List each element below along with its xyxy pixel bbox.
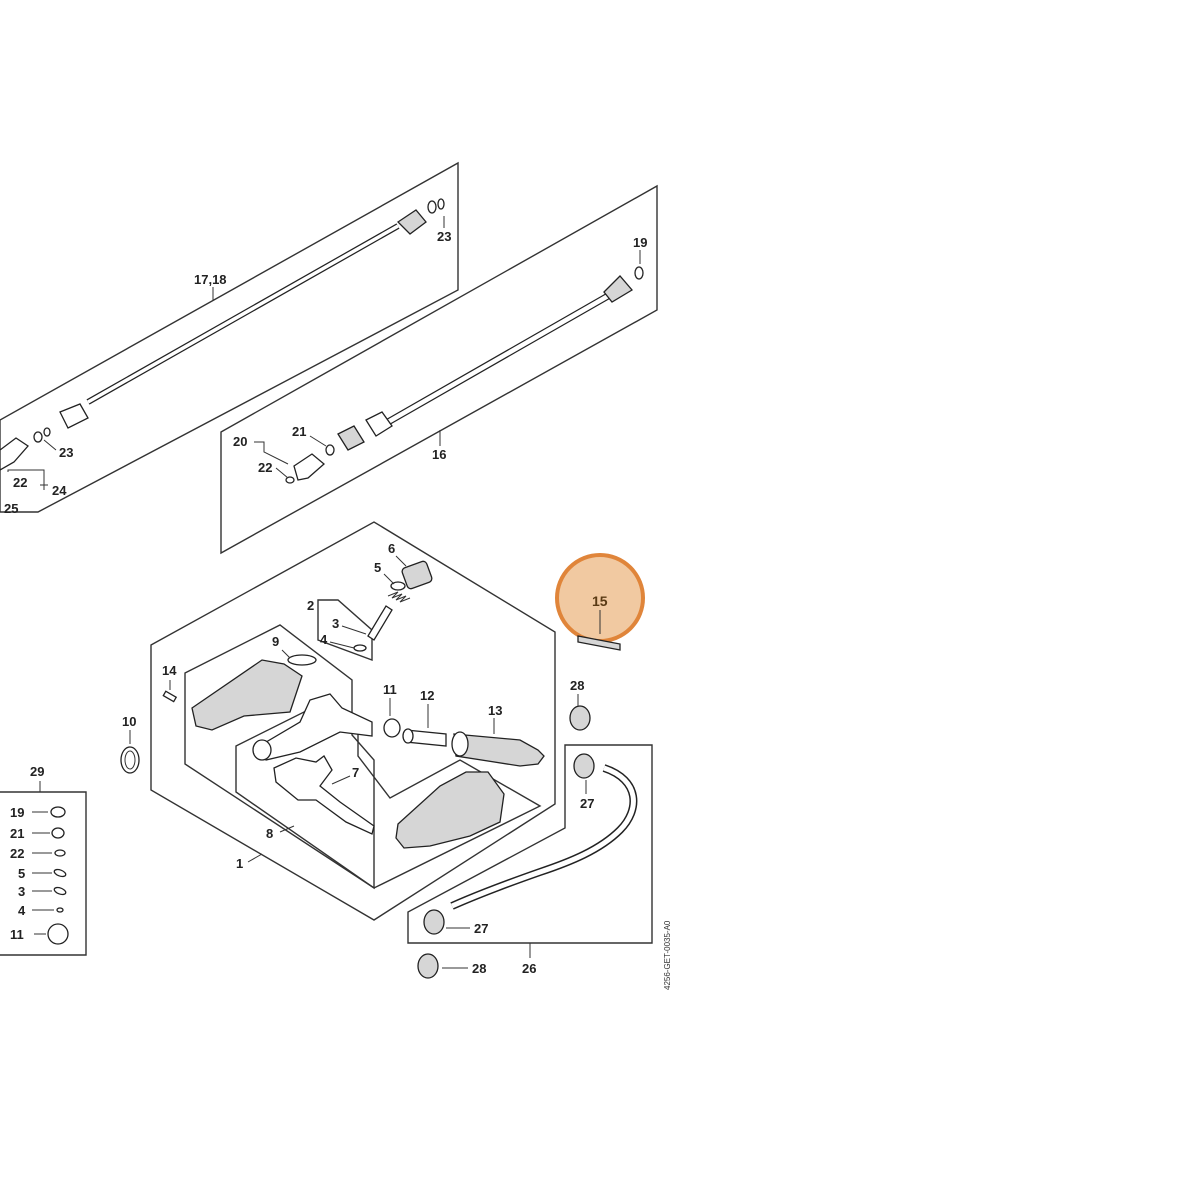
- angled-nozzle-20: [293, 453, 326, 481]
- label-17-18: 17,18: [194, 272, 227, 287]
- label-22-mid: 22: [258, 460, 272, 475]
- lance-17-18-nozzle-nut: [396, 209, 427, 235]
- label-5: 5: [374, 560, 381, 575]
- fitting-27-top: [573, 753, 595, 779]
- label-2: 2: [307, 598, 314, 613]
- label-19-top: 19: [633, 235, 647, 250]
- seal-23-top: [427, 200, 437, 214]
- label-10: 10: [122, 714, 136, 729]
- label-23-left: 23: [59, 445, 73, 460]
- nut-28-top: [569, 705, 591, 731]
- label-13: 13: [488, 703, 502, 718]
- lance-16-coupling: [337, 425, 365, 451]
- trigger-7: [273, 755, 375, 835]
- valve-ring-5: [390, 581, 406, 591]
- lance-17-18-tube: [86, 223, 400, 405]
- seal-kit-29-frame: [0, 791, 87, 956]
- grip-shell: [395, 771, 505, 849]
- seal-23-left: [33, 431, 43, 443]
- kit-stem-3: [53, 886, 67, 896]
- clip-15: [577, 635, 621, 651]
- drawing-code: 4256-GET-0035-A0: [663, 920, 672, 990]
- seal-21-mid: [325, 444, 335, 456]
- valve-body: [255, 693, 373, 761]
- gun-housing-9: [191, 659, 303, 731]
- housing-seal-9: [287, 654, 317, 666]
- kit-item-11: 11: [10, 927, 24, 942]
- label-9: 9: [272, 634, 279, 649]
- label-26: 26: [522, 961, 536, 976]
- kit-o-ring-11: [47, 923, 69, 945]
- label-12: 12: [420, 688, 434, 703]
- kit-item-19: 19: [10, 805, 24, 820]
- label-4: 4: [320, 632, 328, 647]
- kit-item-4: 4: [18, 903, 26, 918]
- valve-2-subframe: [317, 599, 373, 662]
- grip-tube-13: [453, 733, 545, 767]
- label-23-top: 23: [437, 229, 451, 244]
- fitting-27-bottom: [423, 909, 445, 935]
- kit-seal-21: [51, 827, 65, 839]
- label-8: 8: [266, 826, 273, 841]
- label-22-left: 22: [13, 475, 27, 490]
- valve-ring-4: [353, 644, 367, 652]
- label-11: 11: [383, 682, 397, 697]
- screw-14: [162, 690, 178, 703]
- label-27-bottom: 27: [474, 921, 488, 936]
- label-15: 15: [592, 593, 608, 609]
- lance-17-18-coupling: [59, 403, 89, 429]
- angled-nozzle-left: [0, 437, 29, 471]
- spray-gun-8-subframe: [184, 624, 375, 890]
- label-25: 25: [4, 501, 18, 516]
- o-ring-11: [383, 718, 401, 738]
- label-1: 1: [236, 856, 243, 871]
- ring-10: [120, 746, 140, 774]
- valve-cap-6: [401, 560, 433, 590]
- kit-seal-22: [54, 849, 66, 857]
- label-3: 3: [332, 616, 339, 631]
- label-28-bottom: 28: [472, 961, 486, 976]
- label-28-top: 28: [570, 678, 584, 693]
- seal-23-left-ring: [43, 427, 51, 437]
- label-20: 20: [233, 434, 247, 449]
- label-27-top: 27: [580, 796, 594, 811]
- kit-ring-5: [53, 868, 67, 878]
- lance-16-nut: [365, 411, 393, 437]
- label-16: 16: [432, 447, 446, 462]
- kit-ring-4: [56, 907, 64, 913]
- lance-17-18-group-frame: [0, 161, 459, 513]
- label-29: 29: [30, 764, 44, 779]
- label-14: 14: [162, 663, 177, 678]
- label-7: 7: [352, 765, 359, 780]
- valve-spring: [387, 591, 411, 603]
- seal-22-mid: [285, 476, 295, 484]
- label-24: 24: [52, 483, 67, 498]
- seal-19-top: [634, 266, 644, 280]
- kit-item-22: 22: [10, 846, 24, 861]
- lance-16-tube: [386, 292, 610, 426]
- hose-26-group-frame: [407, 744, 653, 944]
- seal-23-top-ring: [437, 198, 445, 210]
- valve-stem-3: [367, 605, 393, 641]
- label-6: 6: [388, 541, 395, 556]
- label-21-mid: 21: [292, 424, 306, 439]
- nut-28-bottom: [417, 953, 439, 979]
- lance-16-cone: [603, 275, 633, 303]
- kit-seal-19: [50, 806, 66, 818]
- inlet-fitting: [252, 739, 272, 761]
- lance-16-group-frame: [220, 184, 658, 555]
- kit-item-21: 21: [10, 826, 24, 841]
- kit-item-3: 3: [18, 884, 25, 899]
- kit-item-5: 5: [18, 866, 25, 881]
- hose-26: [450, 764, 638, 910]
- spray-gun-1-group-frame: [150, 521, 556, 921]
